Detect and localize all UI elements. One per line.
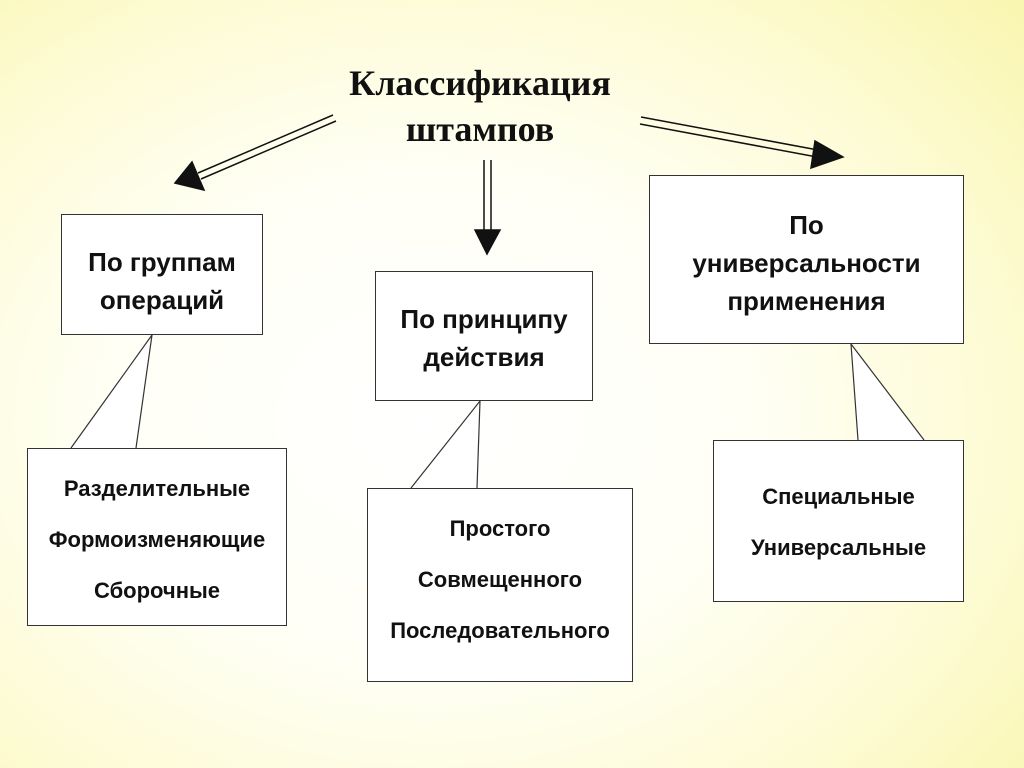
category-box-action-principle: По принципу действия — [375, 271, 593, 401]
arrow-to-group-operations — [173, 114, 337, 192]
category-box-group-operations: По группам операций — [61, 214, 263, 335]
list-item: Последовательного — [390, 618, 610, 643]
title-line-2: штампов — [405, 109, 555, 149]
callout-box-group-operations: Разделительные Формоизменяющие Сборочные — [27, 448, 287, 626]
category-box-universality: По универсальности применения — [649, 175, 964, 344]
category-label-line: применения — [727, 286, 886, 316]
list-item: Универсальные — [750, 535, 927, 560]
list-item: Совмещенного — [417, 567, 583, 592]
diagram-title: Классификация штампов — [300, 60, 660, 152]
callout-pointer-middle — [410, 399, 481, 489]
list-item: Простого — [449, 516, 551, 541]
list-item: Сборочные — [93, 578, 221, 603]
category-label-line: действия — [423, 342, 545, 372]
category-label-line: операций — [99, 285, 225, 315]
category-label-line: По принципу — [400, 304, 568, 334]
category-label-line: универсальности — [692, 248, 921, 278]
arrow-to-universality — [639, 116, 845, 170]
list-item: Разделительные — [63, 476, 251, 501]
category-label-line: По группам — [88, 247, 236, 277]
list-item: Специальные — [762, 484, 915, 509]
callout-box-action-principle: Простого Совмещенного Последовательного — [367, 488, 633, 682]
title-line-1: Классификация — [349, 63, 611, 103]
category-label-line: По — [789, 210, 824, 240]
arrow-to-action-principle — [473, 160, 502, 256]
callout-box-universality: Специальные Универсальные — [713, 440, 964, 602]
callout-pointer-right — [850, 342, 925, 441]
callout-pointer-left — [70, 334, 153, 449]
list-item: Формоизменяющие — [48, 527, 266, 552]
